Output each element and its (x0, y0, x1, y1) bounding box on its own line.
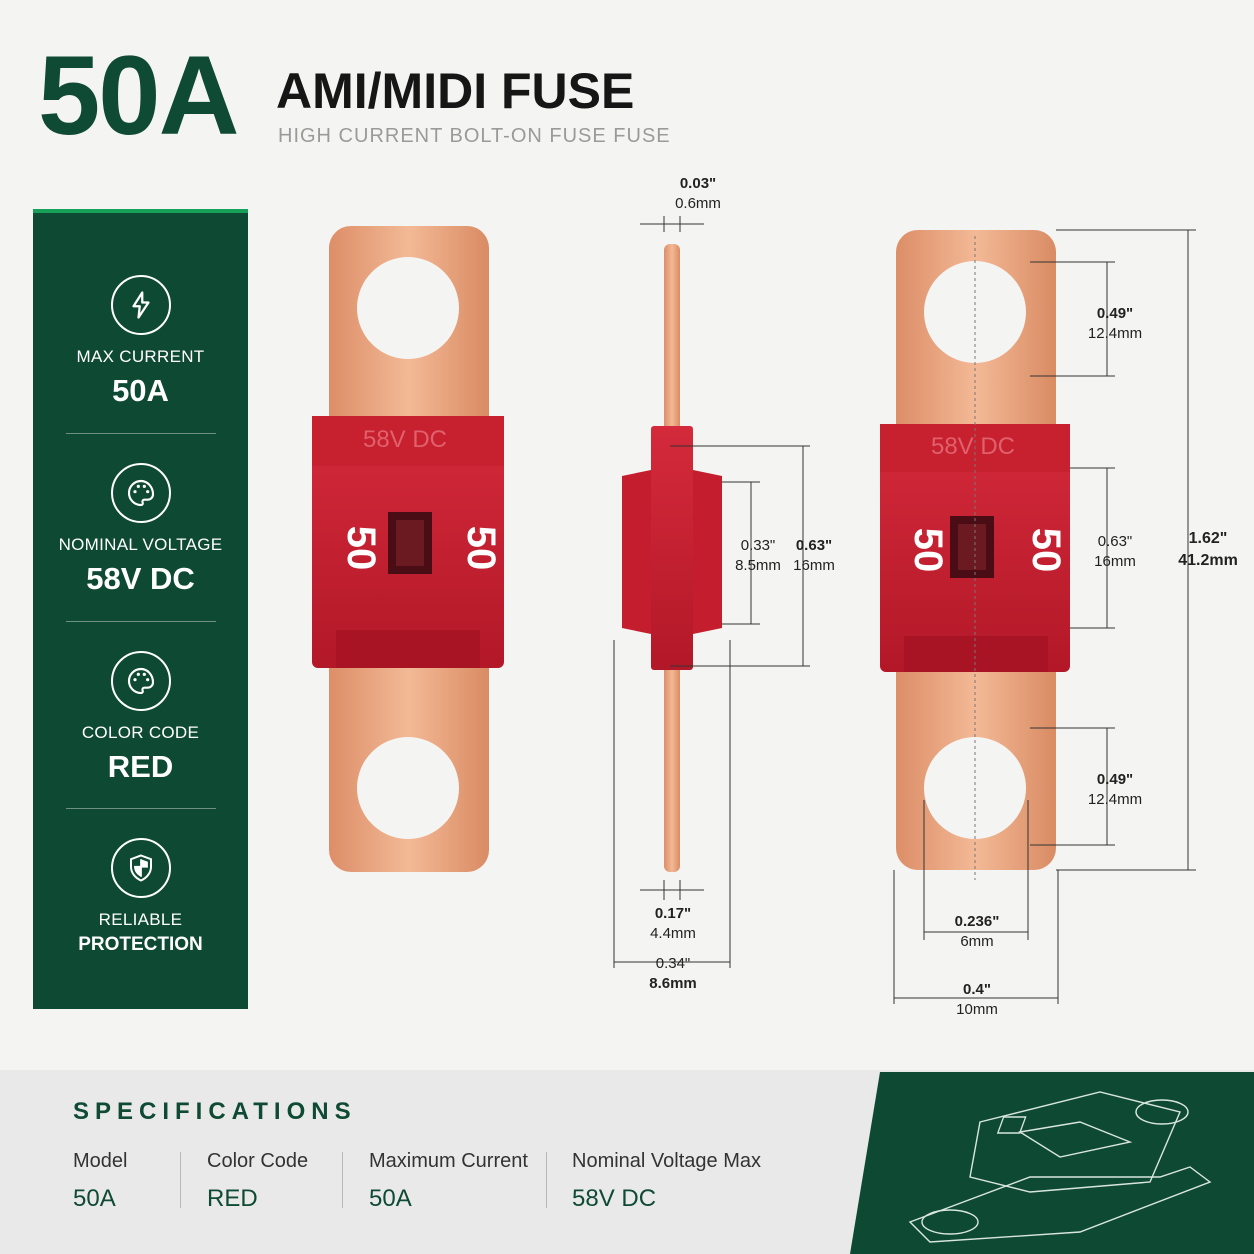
dim-width: 0.4"10mm (956, 981, 998, 1019)
dim-thickness: 0.03"0.6mm (675, 175, 721, 213)
amp-rating-heading: 50A (38, 33, 239, 158)
feature-value: PROTECTION (78, 934, 203, 955)
specs-green-panel (850, 1072, 1254, 1254)
feature-value: 58V DC (86, 561, 195, 596)
dim-inner: 0.33"8.5mm (735, 537, 781, 575)
feature-label: RELIABLE (98, 910, 183, 929)
feature-label: COLOR CODE (81, 723, 200, 742)
divider (66, 621, 216, 622)
feature-label: MAX CURRENT (76, 347, 205, 366)
spec-value: 58V DC (572, 1185, 657, 1212)
dim-side: 0.17"4.4mm (650, 905, 696, 943)
dim-body-right: 0.63"16mm (1094, 533, 1136, 571)
spec-key: Nominal Voltage Max (572, 1150, 761, 1172)
palette-icon (110, 463, 171, 523)
spec-value: RED (207, 1185, 258, 1212)
specs-heading: SPECIFICATIONS (73, 1098, 357, 1125)
spec-key: Color Code (207, 1150, 309, 1172)
dim-total-length: 1.62"41.2mm (1178, 530, 1238, 569)
spec-model: Model 50A (73, 1150, 127, 1213)
shield-icon (110, 838, 171, 898)
fuse-outline-icon (908, 1091, 1212, 1243)
fuse-drawings: 58V DC 50 50 58V DC 50 50 (312, 216, 1196, 1004)
dimension-lines (613, 216, 1196, 1004)
dim-hole-bottom: 0.49"12.4mm (1087, 771, 1143, 809)
dim-hole-top: 0.49"12.4mm (1087, 305, 1143, 343)
feature-value: 50A (112, 373, 169, 408)
palette-icon (110, 651, 171, 711)
fuse-side-view (622, 244, 722, 872)
feature-nominal-voltage: NOMINAL VOLTAGE 58V DC (33, 463, 248, 597)
fuse-body-text: 58V DC (363, 426, 447, 453)
spec-key: Maximum Current (369, 1150, 528, 1172)
feature-reliable-protection: RELIABLE PROTECTION (33, 838, 248, 956)
feature-max-current: MAX CURRENT 50A (33, 275, 248, 409)
spec-voltage: Nominal Voltage Max 58V DC (572, 1150, 761, 1213)
fuse-rating-right: 50 (459, 526, 503, 571)
page-title: AMI/MIDI FUSE (276, 63, 635, 119)
spec-value: 50A (369, 1185, 412, 1212)
fuse-front-view (312, 226, 504, 872)
spec-value: 50A (73, 1185, 116, 1212)
fuse-rating-left: 50 (339, 526, 383, 571)
spec-key: Model (73, 1150, 128, 1172)
fuse-body-text: 58V DC (931, 433, 1015, 460)
divider (342, 1152, 343, 1208)
dim-side-total: 0.34"8.6mm (649, 955, 697, 993)
divider (66, 808, 216, 809)
feature-color-code: COLOR CODE RED (33, 651, 248, 785)
page-subtitle: HIGH CURRENT BOLT-ON FUSE FUSE (278, 125, 671, 147)
dim-hole-width: 0.236"6mm (954, 913, 1000, 951)
feature-value: RED (107, 749, 174, 784)
feature-sidebar: MAX CURRENT 50A NOMINAL VOLTAGE 58V DC C… (33, 209, 248, 1009)
fuse-rating-right: 50 (1024, 528, 1068, 573)
feature-label: NOMINAL VOLTAGE (58, 535, 223, 554)
dim-body: 0.63"16mm (793, 537, 835, 575)
lightning-icon (110, 275, 171, 335)
divider (546, 1152, 547, 1208)
spec-max-current: Maximum Current 50A (369, 1150, 528, 1213)
spec-color-code: Color Code RED (207, 1150, 308, 1213)
fuse-rating-left: 50 (906, 528, 950, 573)
divider (66, 433, 216, 434)
divider (180, 1152, 181, 1208)
